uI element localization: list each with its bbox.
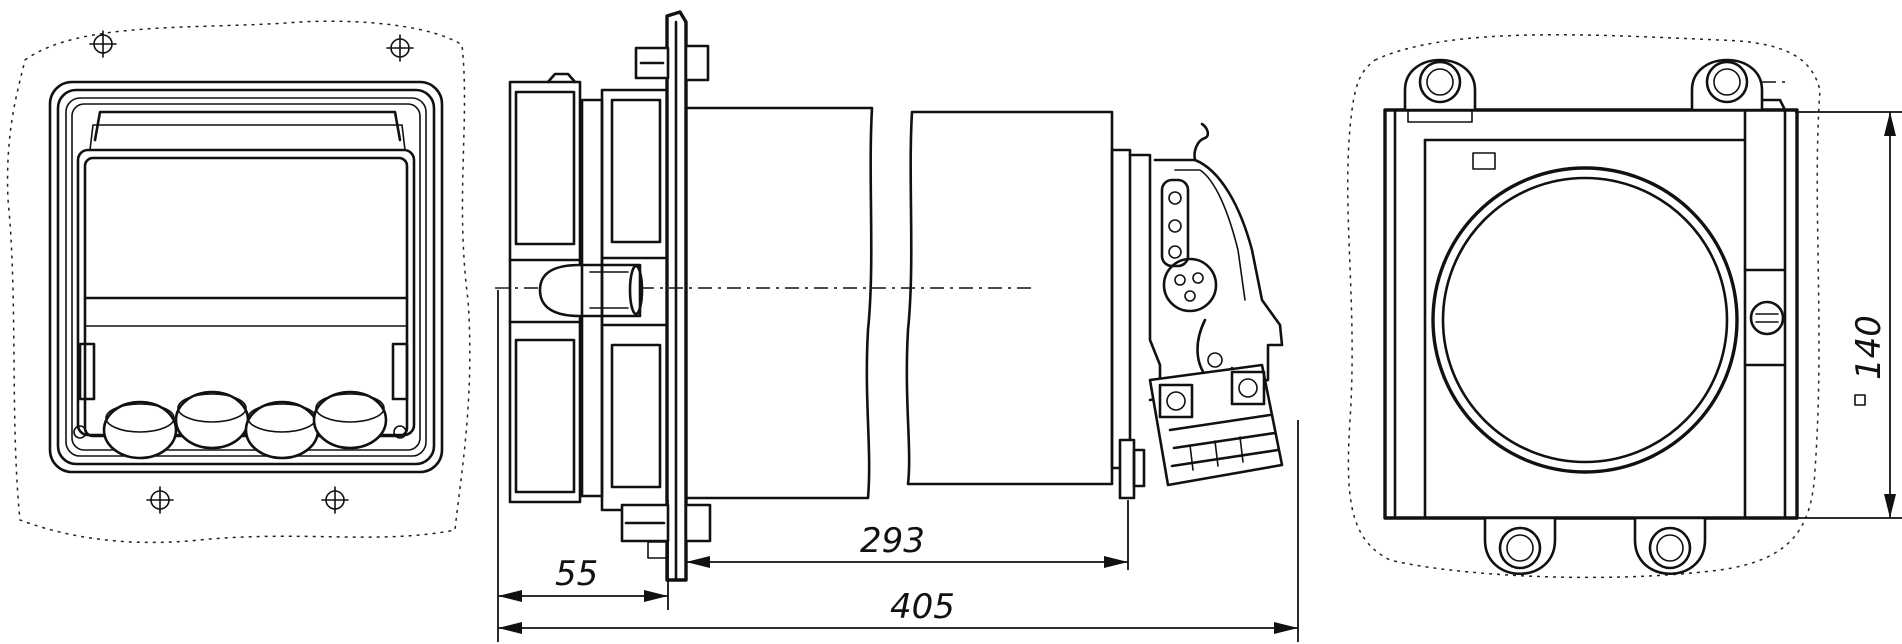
dim-405-label: 405 (890, 587, 955, 627)
terminal-block (1148, 363, 1284, 487)
side-screw (1749, 300, 1785, 336)
dim-55: 55 (498, 554, 668, 602)
dim-293-label: 293 (860, 521, 925, 561)
shaft-stub (538, 263, 644, 318)
rotor-bore (1431, 166, 1739, 474)
mounting-hole-bottom-right (321, 486, 349, 514)
mounting-hole-top-left (89, 30, 117, 58)
cable-glands (102, 390, 388, 460)
terminal-box-side (1148, 122, 1284, 402)
dim-55-label: 55 (555, 554, 598, 594)
mounting-hole-bottom-left (146, 486, 174, 514)
mounting-hole-top-right (386, 34, 414, 62)
mounting-foot-top-left (1403, 58, 1477, 123)
dim-140-label: 140 (1849, 315, 1889, 380)
end-view (1346, 34, 1866, 579)
terminal-box-front-view (6, 20, 471, 544)
dimensions: 55 293 405 140 (497, 111, 1902, 642)
mounting-foot-bottom-left (1483, 516, 1557, 575)
front-end-cap (1110, 148, 1162, 500)
dim-293: 293 (686, 521, 1128, 568)
motor-body-right (905, 110, 1114, 486)
mounting-foot-top-right (1690, 58, 1790, 112)
mounting-foot-bottom-right (1633, 516, 1707, 575)
dim-140: 140 (1849, 112, 1896, 518)
side-elevation-view (495, 10, 1284, 582)
dim-405: 405 (498, 587, 1298, 634)
motor-body-left (684, 106, 874, 500)
